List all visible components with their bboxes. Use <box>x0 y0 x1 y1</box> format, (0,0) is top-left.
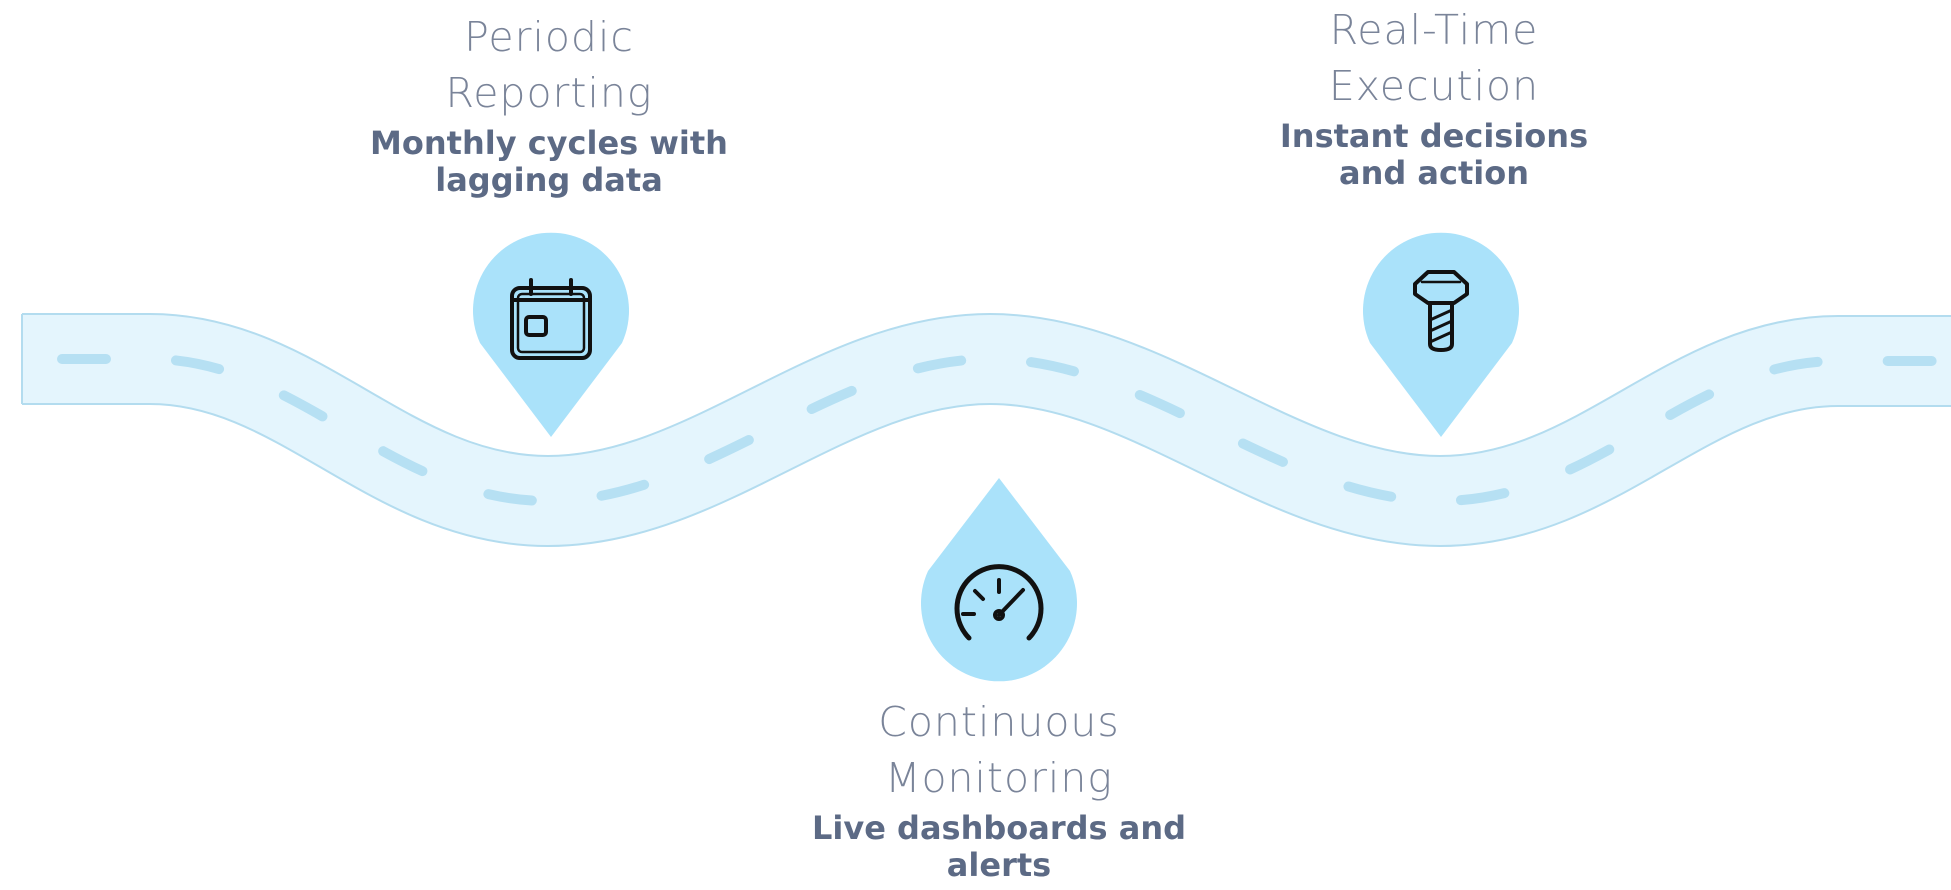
bolt-icon <box>1413 270 1469 352</box>
milestone-continuous: Continuous Monitoring Live dashboards an… <box>799 694 1199 884</box>
pin-shape <box>473 232 629 437</box>
pin-continuous <box>920 478 1077 682</box>
milestone-title: Continuous Monitoring <box>878 698 1120 802</box>
road-surface <box>22 314 1951 546</box>
pin-shape <box>1363 232 1519 437</box>
speedometer-icon <box>954 564 1044 641</box>
road-center-dashes <box>17 353 1951 507</box>
milestone-description: Monthly cycles with lagging data <box>370 124 728 199</box>
milestone-description: Instant decisions and action <box>1279 117 1589 192</box>
pin-periodic <box>473 232 629 437</box>
milestone-title: Real-Time Execution <box>1328 6 1540 110</box>
milestone-realtime: Real-Time Execution Instant decisions an… <box>1234 2 1634 192</box>
road-left-end <box>0 300 22 418</box>
calendar-icon <box>510 278 592 360</box>
milestone-periodic: Periodic Reporting Monthly cycles with l… <box>349 9 749 199</box>
milestone-description: Live dashboards and alerts <box>811 809 1187 884</box>
milestone-title: Periodic Reporting <box>445 13 653 117</box>
pin-realtime <box>1363 232 1519 437</box>
